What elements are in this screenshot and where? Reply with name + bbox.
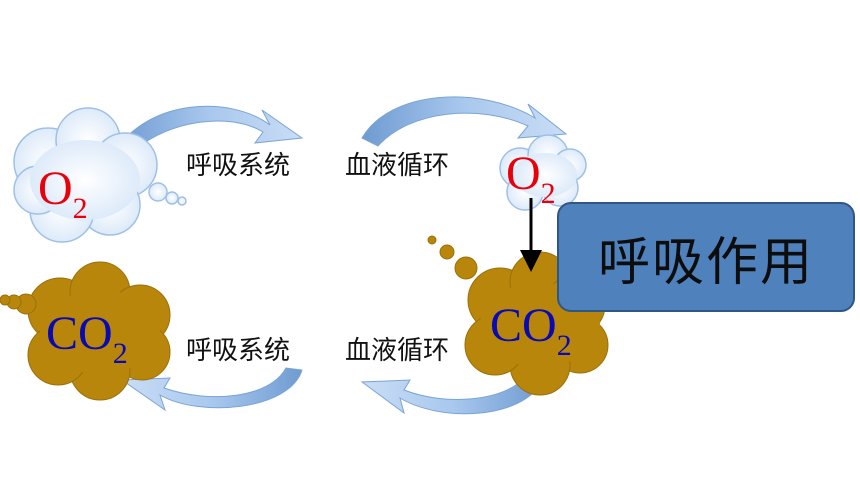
respiration-box: 呼吸作用 bbox=[557, 202, 855, 312]
label-respiratory-system-top: 呼吸系统 bbox=[186, 151, 291, 181]
o2-cloud-left bbox=[13, 107, 187, 243]
co2-cloud-right bbox=[427, 235, 609, 396]
o2-cloud-right bbox=[499, 134, 587, 211]
label-respiratory-system-bottom: 呼吸系统 bbox=[186, 336, 291, 366]
down-arrow bbox=[520, 198, 542, 272]
curved-arrow-top-left bbox=[117, 105, 304, 151]
co2-label-right: CO2 bbox=[490, 299, 572, 362]
curved-arrow-bottom-right bbox=[360, 375, 543, 415]
co2-cloud-left bbox=[0, 261, 171, 401]
o2-label-left: O2 bbox=[38, 162, 88, 225]
co2-label-left: CO2 bbox=[46, 307, 128, 370]
curved-arrow-top-right bbox=[361, 96, 568, 147]
label-blood-circulation-top: 血液循环 bbox=[345, 151, 450, 181]
o2-label-right: O2 bbox=[506, 147, 556, 210]
label-blood-circulation-bottom: 血液循环 bbox=[345, 336, 450, 366]
curved-arrow-bottom-left bbox=[120, 367, 303, 412]
